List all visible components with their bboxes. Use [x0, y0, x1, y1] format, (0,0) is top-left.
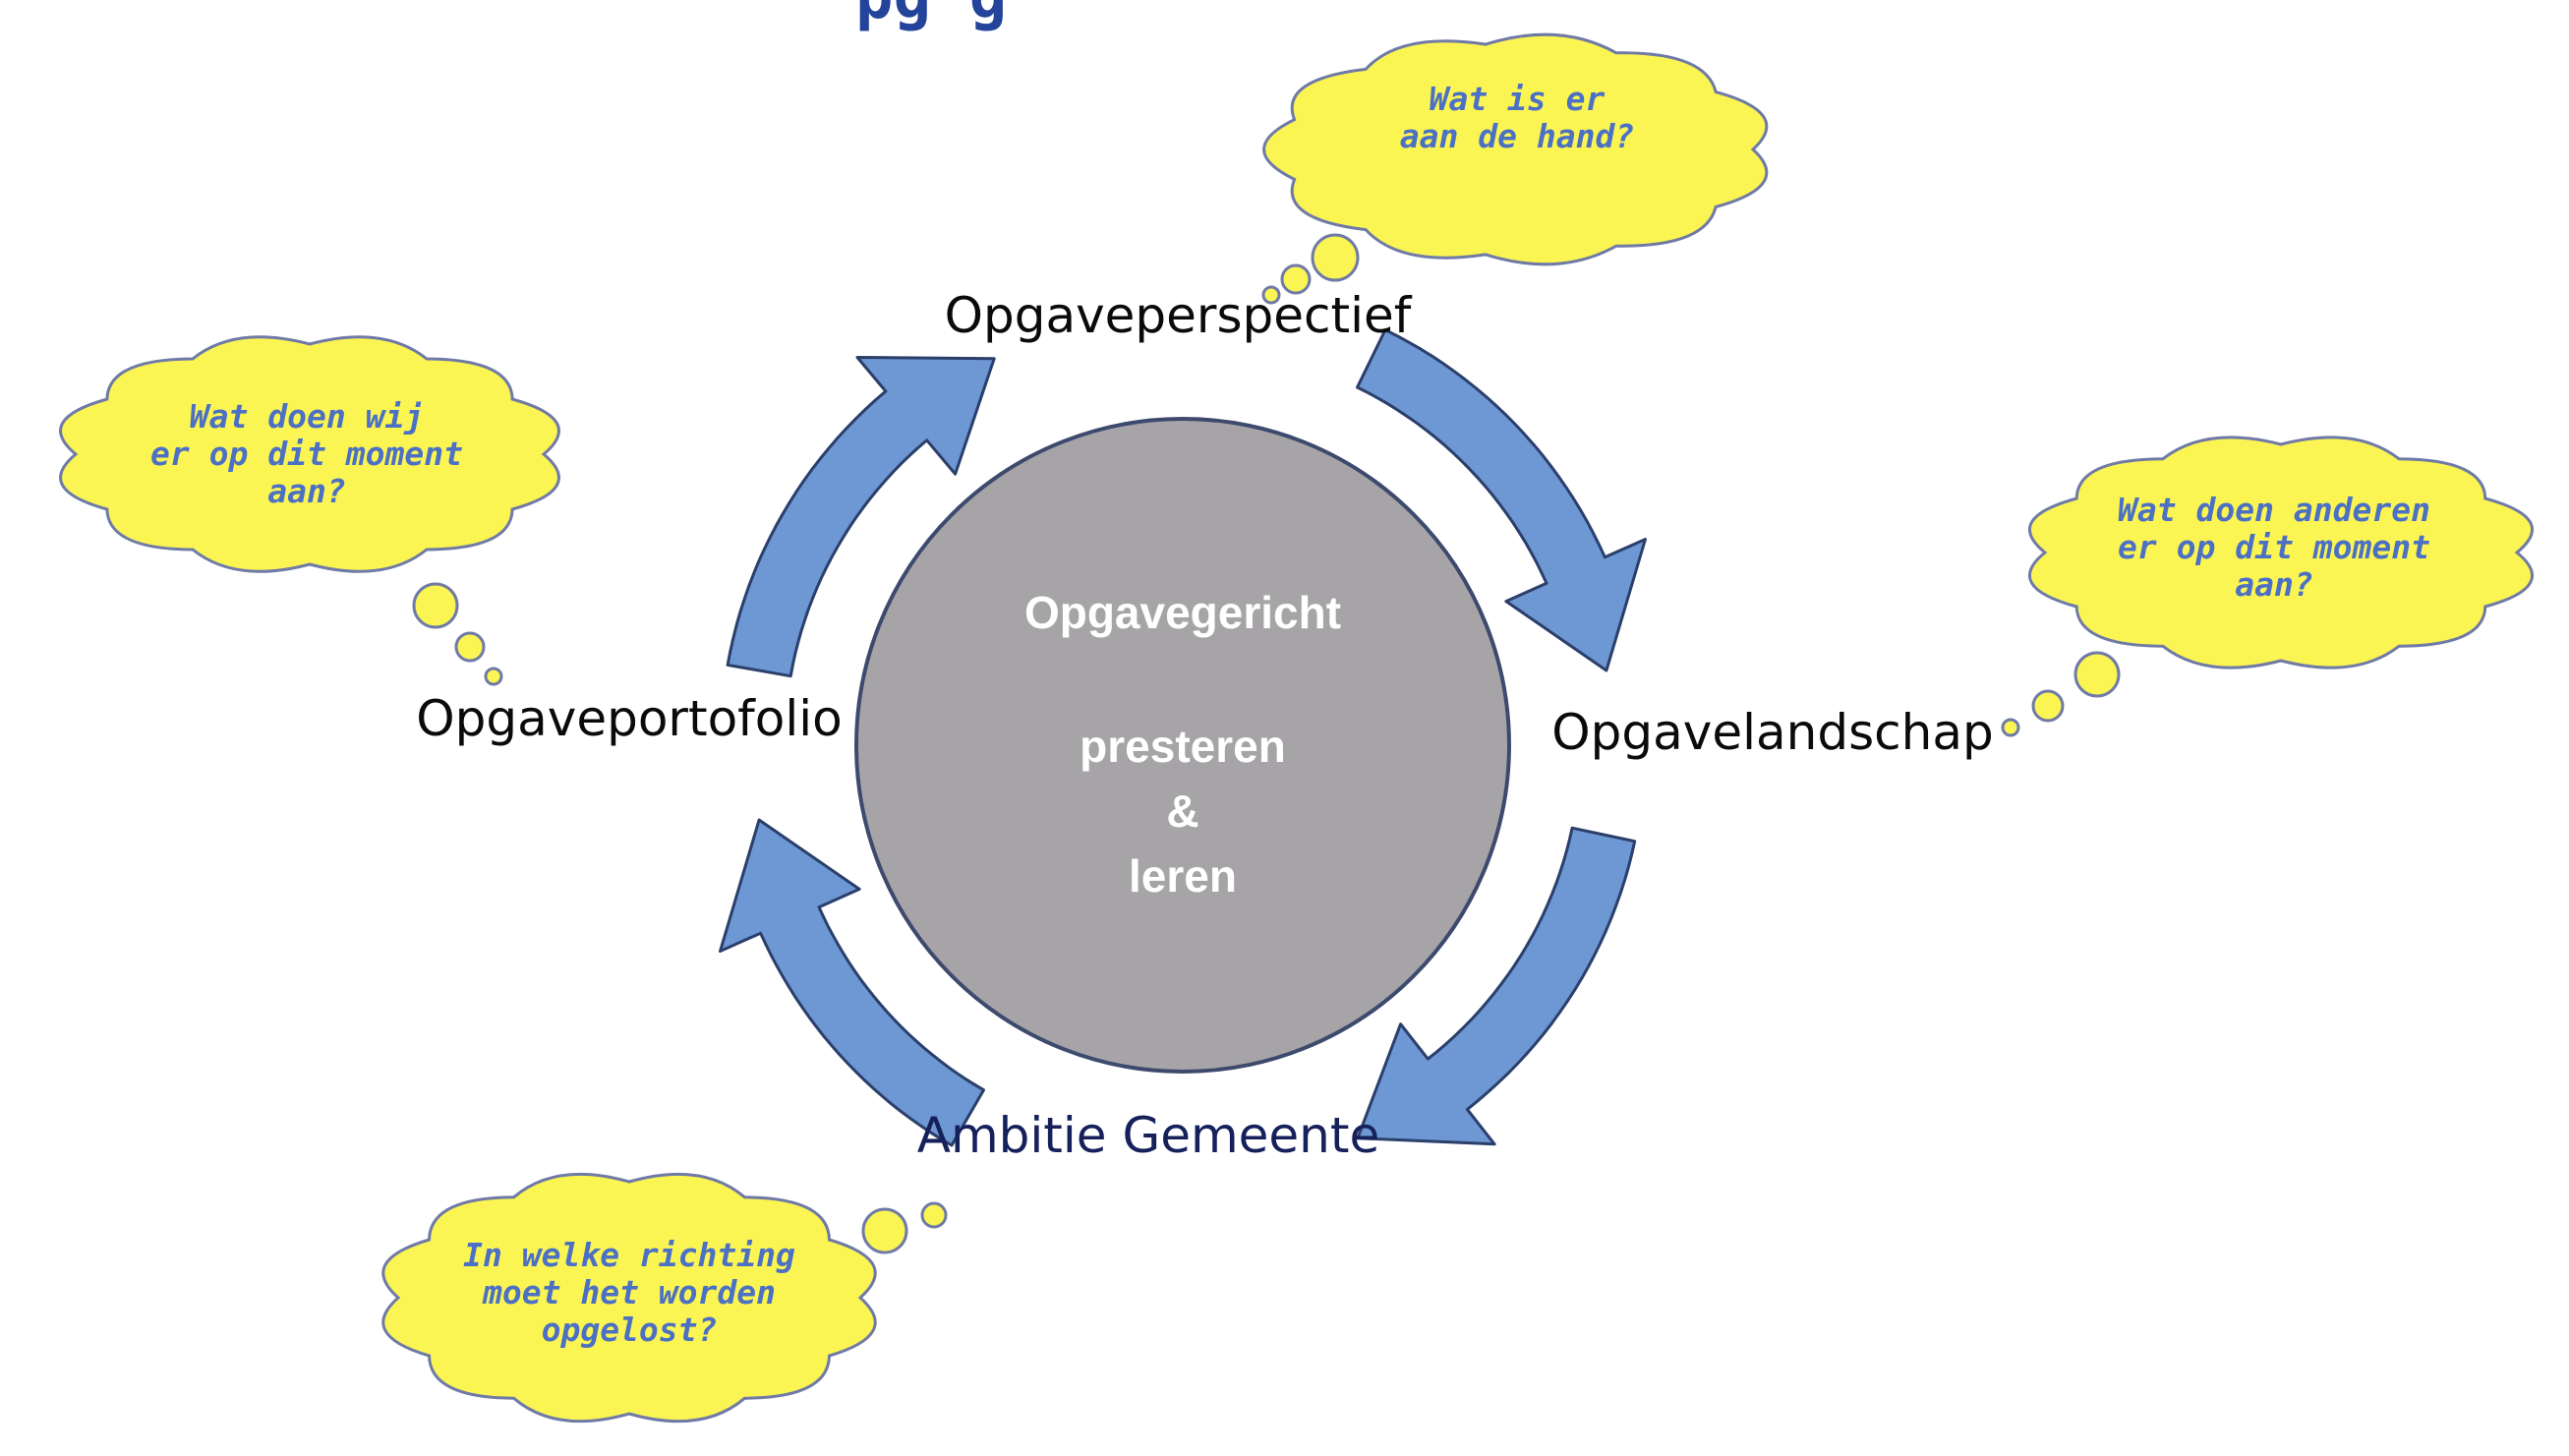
cloud-top-body — [1262, 32, 1769, 266]
arrow-bottom-left — [719, 818, 985, 1147]
cloud-top-bubble-1 — [1311, 233, 1360, 282]
cloud-left-bubble-1 — [412, 582, 459, 629]
center-circle — [854, 417, 1511, 1074]
cloud-bottom-line-1: In welke richting — [463, 1236, 795, 1274]
cloud-top-line-1: Wat is er — [1429, 80, 1606, 118]
node-opgavelandschap: Opgavelandschap — [1551, 704, 1994, 761]
cloud-left-line-1: Wat doen wij — [189, 397, 425, 436]
center-label: Opgavegericht presteren & leren — [937, 580, 1429, 908]
center-label-line-2: presteren — [1080, 721, 1286, 772]
cloud-top-line-2: aan de hand? — [1399, 117, 1635, 155]
cloud-right-line-3: aan? — [2235, 565, 2313, 604]
cloud-top-bubble-2 — [1280, 263, 1312, 295]
cloud-left-bubble-3 — [484, 667, 503, 686]
cloud-bottom-line-2: moet het worden — [482, 1273, 777, 1311]
cloud-left-text: Wat doen wij er op dit moment aan? — [150, 398, 463, 510]
cloud-bottom-bubble-1 — [861, 1207, 908, 1254]
cloud-bottom-line-3: opgelost? — [541, 1310, 718, 1349]
cloud-bottom-body — [381, 1172, 877, 1424]
arrow-bottom-right — [1356, 826, 1637, 1146]
cloud-left-bubble-2 — [454, 631, 486, 663]
cloud-right-line-2: er op dit moment — [2118, 528, 2430, 566]
cloud-right-bubble-2 — [2031, 689, 2065, 723]
cloud-left-line-2: er op dit moment — [150, 435, 463, 473]
cloud-top — [1261, 32, 1769, 305]
cloud-bottom-bubble-2 — [920, 1201, 948, 1229]
cloud-bottom — [381, 1172, 948, 1424]
node-opgaveportofolio: Opgaveportofolio — [416, 690, 843, 747]
cycle-arrows — [719, 328, 1647, 1147]
cloud-right-bubble-1 — [2073, 651, 2121, 698]
cloud-bottom-text: In welke richting moet het worden opgelo… — [463, 1237, 795, 1349]
cloud-left — [59, 335, 560, 686]
cloud-right-body — [2027, 436, 2535, 670]
thought-clouds — [59, 32, 2535, 1424]
arrow-top-right — [1356, 328, 1647, 672]
cloud-left-line-3: aan? — [267, 472, 346, 510]
arrow-top-left — [726, 356, 996, 678]
page-title-fragment: pg g — [855, 0, 1007, 33]
center-label-line-4: leren — [1129, 850, 1237, 902]
node-opgaveperspectief: Opgaveperspectief — [944, 287, 1412, 344]
cloud-top-text: Wat is er aan de hand? — [1400, 81, 1634, 155]
cloud-right — [2001, 436, 2535, 737]
cloud-top-bubble-3 — [1261, 285, 1281, 305]
center-label-line-3: & — [1166, 786, 1199, 837]
center-label-line-1: Opgavegericht — [1023, 587, 1342, 638]
cloud-right-line-1: Wat doen anderen — [2118, 491, 2430, 529]
cloud-right-text: Wat doen anderen er op dit moment aan? — [2118, 492, 2430, 604]
cloud-right-bubble-3 — [2001, 718, 2020, 737]
cloud-left-body — [59, 335, 560, 573]
node-ambitie-gemeente: Ambitie Gemeente — [916, 1107, 1380, 1164]
